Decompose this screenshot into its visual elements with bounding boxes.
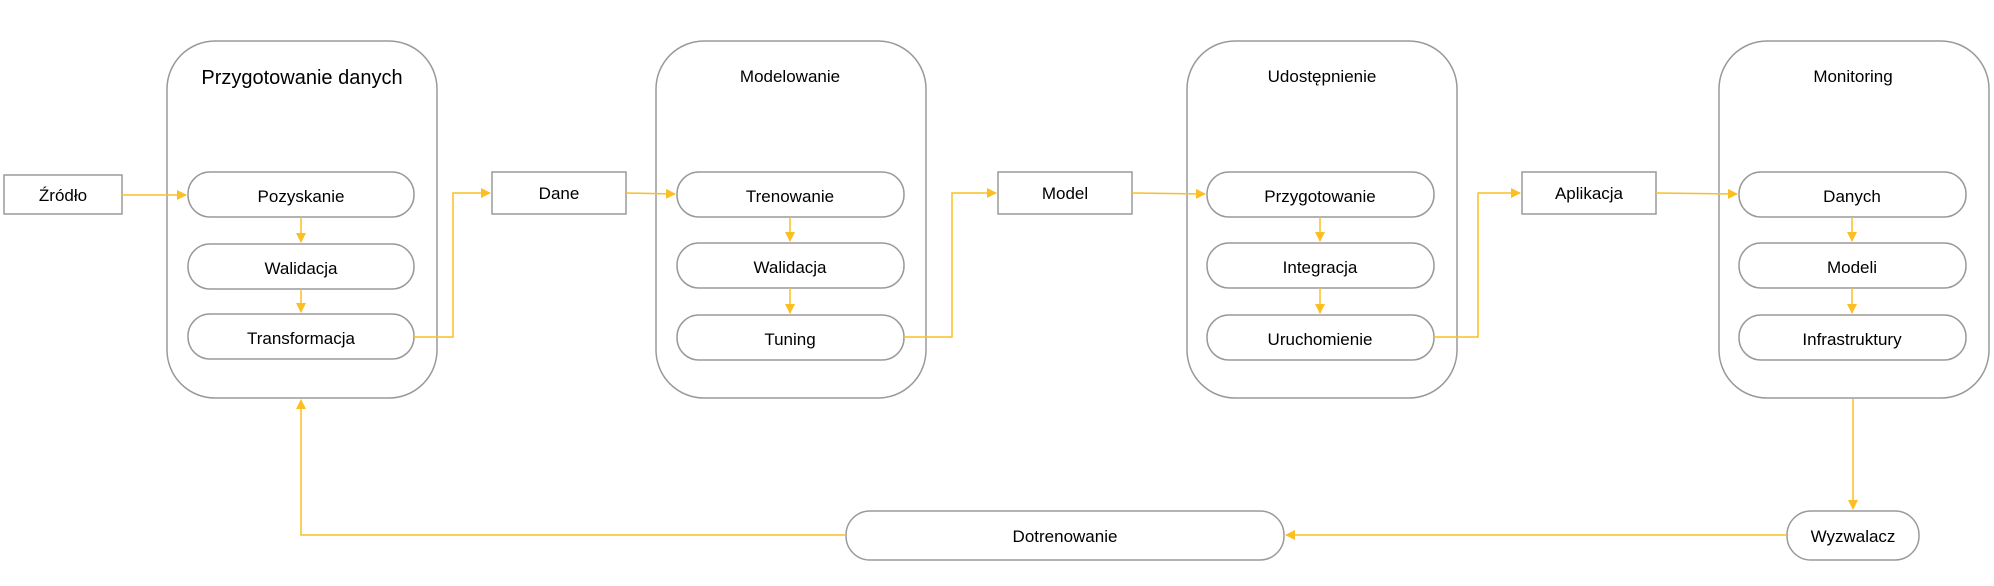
stage-modeling-container xyxy=(655,40,927,399)
stage-monitor-container xyxy=(1718,40,1990,399)
node-retraining: Dotrenowanie xyxy=(845,510,1285,561)
stage-monitor: Monitoring xyxy=(1718,40,1990,399)
stage-prep-title: Przygotowanie danych xyxy=(201,67,402,89)
step-infrastruktury-label: Infrastruktury xyxy=(1802,330,1902,349)
node-trigger: Wyzwalacz xyxy=(1786,510,1920,561)
deploy-steps: Przygotowanie Integracja Uruchomienie xyxy=(1206,171,1435,361)
step-pozyskanie-label: Pozyskanie xyxy=(258,187,345,206)
stage-deploy-container xyxy=(1186,40,1458,399)
step-walidacja-prep-label: Walidacja xyxy=(264,259,338,278)
prep-steps: Pozyskanie Walidacja Transformacja xyxy=(187,171,415,360)
artifact-application: Aplikacja xyxy=(1521,171,1657,215)
arrow-uruchomienie-to-application xyxy=(1434,188,1521,338)
arrow-model-to-przygotowanie xyxy=(1131,188,1206,199)
stage-prep: Przygotowanie danych xyxy=(166,40,438,399)
step-przygotowanie-label: Przygotowanie xyxy=(1264,187,1376,206)
step-trenowanie-label: Trenowanie xyxy=(746,187,834,206)
source-box xyxy=(3,174,123,215)
trigger-label: Wyzwalacz xyxy=(1811,527,1896,546)
step-walidacja-model-label: Walidacja xyxy=(753,258,827,277)
stage-deploy: Udostępnienie xyxy=(1186,40,1458,399)
artifact-data: Dane xyxy=(491,171,627,215)
step-integracja-label: Integracja xyxy=(1283,258,1358,277)
stage-modeling-title: Modelowanie xyxy=(740,67,840,86)
step-transformacja-label: Transformacja xyxy=(247,329,356,348)
modeling-steps: Trenowanie Walidacja Tuning xyxy=(676,171,905,361)
source-label: Źródło xyxy=(39,186,87,205)
stage-prep-container xyxy=(166,40,438,399)
step-infrastruktury xyxy=(1738,314,1967,361)
monitor-steps: Danych Modeli Infrastruktury xyxy=(1738,171,1967,361)
step-tuning-label: Tuning xyxy=(764,330,815,349)
data-box xyxy=(491,171,627,215)
artifact-source: Źródło xyxy=(3,174,123,215)
step-danych-label: Danych xyxy=(1823,187,1881,206)
model-label: Model xyxy=(1042,184,1088,203)
arrow-transformacja-to-data xyxy=(414,188,491,338)
retraining-label: Dotrenowanie xyxy=(1013,527,1118,546)
step-modeli-label: Modeli xyxy=(1827,258,1877,277)
arrow-data-to-trenowanie xyxy=(625,188,676,199)
data-label: Dane xyxy=(539,184,580,203)
stage-deploy-title: Udostępnienie xyxy=(1268,67,1377,86)
stage-monitor-title: Monitoring xyxy=(1813,67,1892,86)
arrow-tuning-to-model xyxy=(904,188,997,338)
stage-modeling: Modelowanie xyxy=(655,40,927,399)
arrow-retraining-to-prep xyxy=(296,399,846,536)
application-box xyxy=(1521,171,1657,215)
application-label: Aplikacja xyxy=(1555,184,1624,203)
step-uruchomienie-label: Uruchomienie xyxy=(1268,330,1373,349)
arrow-application-to-danych xyxy=(1655,188,1738,199)
artifact-model: Model xyxy=(997,171,1133,215)
connectors xyxy=(122,188,1858,540)
